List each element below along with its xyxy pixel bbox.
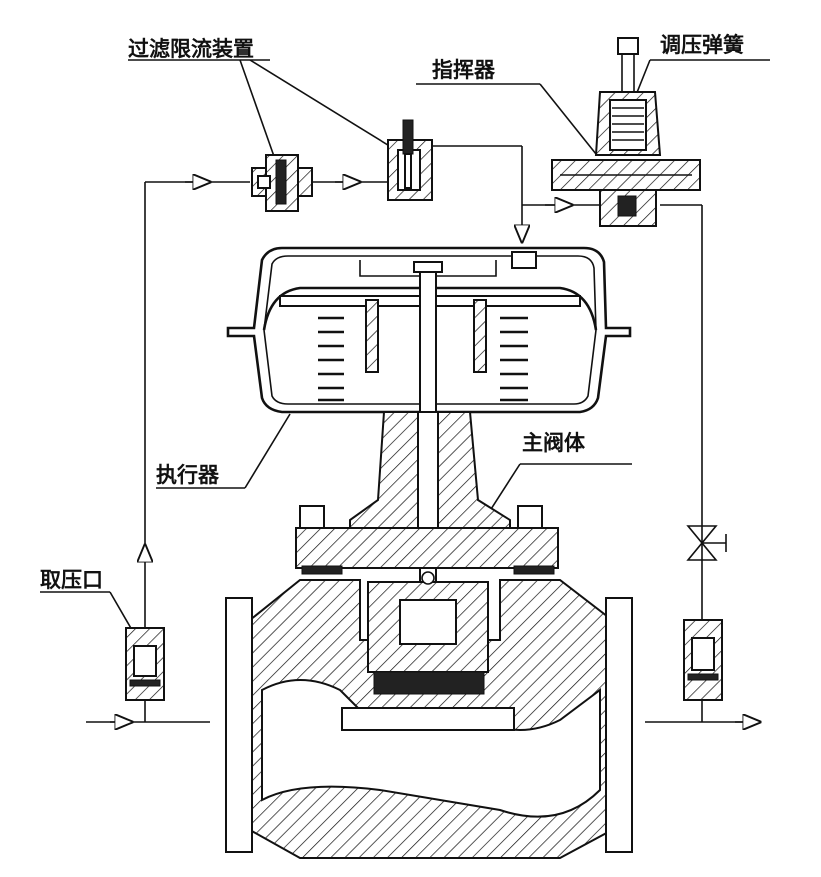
filter-device xyxy=(251,154,313,212)
control-pipelines xyxy=(86,145,760,722)
needle-valve xyxy=(686,525,727,561)
label-pressure-spring: 调压弹簧 xyxy=(660,33,744,57)
label-pressure-tap: 取压口 xyxy=(40,568,103,592)
label-filter-flow-limiter: 过滤限流装置 xyxy=(128,37,254,61)
pressure-tap-left xyxy=(125,627,165,701)
label-main-valve-body: 主阀体 xyxy=(522,431,586,455)
pilot-regulator xyxy=(551,37,701,227)
leader-lines xyxy=(40,59,770,631)
main-valve-body xyxy=(225,411,633,859)
pressure-tap-right xyxy=(683,619,723,701)
restrictor xyxy=(387,119,433,201)
label-pilot: 指挥器 xyxy=(432,58,496,82)
label-actuator: 执行器 xyxy=(156,463,220,487)
